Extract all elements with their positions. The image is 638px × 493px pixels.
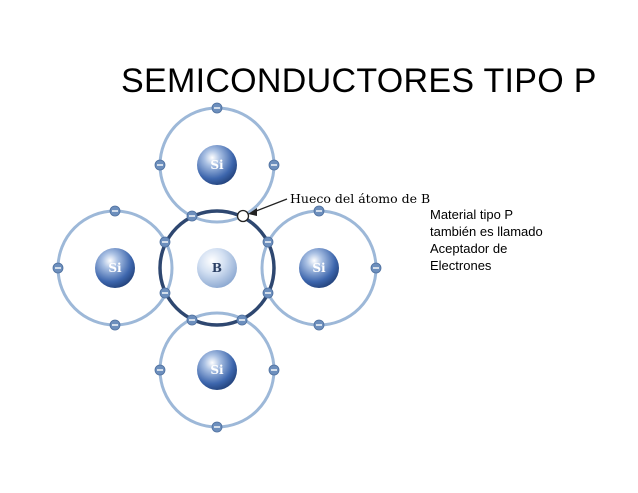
slide-title: SEMICONDUCTORES TIPO P [121,62,597,100]
note-line: Material tipo P [430,207,514,222]
atom-label-bottom: Si [210,363,224,377]
atom-label-right: Si [312,261,326,275]
si-nucleus-right [299,248,339,288]
atom-labels: Si Si B Si Si [108,158,326,377]
hole-icon [236,209,250,223]
note-line: Electrones [430,258,492,273]
si-nucleus-left [95,248,135,288]
atom-label-center: B [212,261,222,275]
arrowhead-icon [248,208,257,216]
si-nucleus-top [197,145,237,185]
nuclei [95,145,339,390]
si-nucleus-bottom [197,350,237,390]
b-nucleus-center [197,248,237,288]
hole-callout: Hueco del átomo de B [248,191,430,216]
electrons [52,102,382,433]
note-line: también es llamado [430,224,543,239]
orbit-center [158,209,276,327]
note-line: Aceptador de [430,241,508,256]
atom-label-left: Si [108,261,122,275]
atom-label-top: Si [210,158,224,172]
hole-label: Hueco del átomo de B [290,191,430,206]
side-note: Material tipo P también es llamado Acept… [430,206,590,274]
electron-signs [55,107,379,428]
